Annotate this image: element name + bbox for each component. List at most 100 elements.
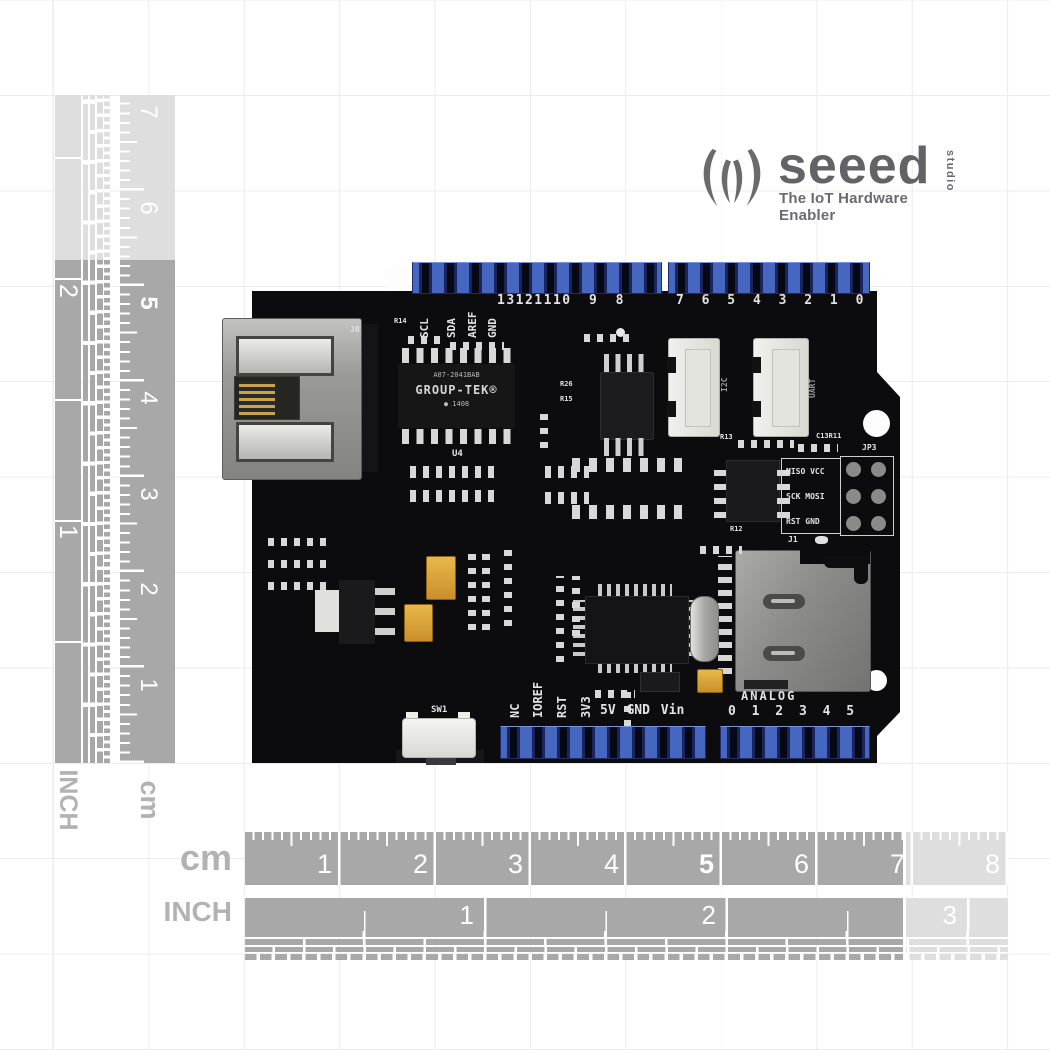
mounting-hole: [863, 410, 890, 437]
qfp-pins-top: [598, 584, 672, 597]
passives: [268, 560, 326, 568]
passives: [595, 690, 635, 698]
microsd-groove: [763, 646, 805, 661]
passives: [545, 492, 589, 504]
passives: [504, 548, 512, 626]
connector-slot: [772, 349, 800, 427]
grove-connector-uart: [752, 338, 809, 437]
sd-contacts: [718, 556, 732, 674]
connector-notch: [752, 357, 761, 373]
cm-ticks: [120, 95, 144, 763]
left-inch-ruler-label: INCH: [54, 769, 83, 831]
w5500-chip: [585, 596, 689, 664]
isp-row-sck-mosi: SCK MOSI: [786, 492, 825, 501]
regulator-leg: [375, 608, 395, 615]
pin-label-gnd: GND: [486, 318, 499, 338]
connector-slot: [685, 349, 711, 427]
inch-tick: [55, 399, 81, 401]
digital-header-right: [668, 262, 870, 294]
passives: [482, 550, 490, 630]
microsd-hook: [854, 556, 868, 584]
ruler-number: 1: [316, 849, 332, 879]
left-inch-fine-ticks-eighth: [90, 95, 95, 763]
tantalum-capacitor: [404, 604, 433, 642]
passives: [624, 686, 631, 726]
inch-separators: [245, 898, 1008, 931]
passives: [700, 546, 742, 554]
isp-pad: [846, 462, 861, 477]
transformer-pins-top: [402, 348, 512, 363]
inch-tick: [55, 520, 81, 522]
passives: [268, 582, 326, 590]
pin-label-scl: SCL: [418, 318, 431, 338]
left-inch-ruler: 2 1: [54, 95, 83, 763]
left-cm-ruler-label: cm: [135, 780, 166, 820]
inch-subticks-half: [245, 931, 1008, 937]
ref-r26: R26: [560, 380, 573, 388]
passives: [556, 576, 564, 662]
rj45-latch-bottom: [236, 422, 334, 462]
passives: [738, 440, 794, 448]
smd-diode: [640, 672, 680, 692]
seeed-logo: seeed studio The IoT Hardware Enabler: [695, 137, 965, 224]
rj45-port-opening: [234, 376, 300, 420]
pin-label-nc: NC: [508, 703, 522, 718]
soic8-pins-top: [604, 354, 650, 372]
passives: [408, 336, 442, 344]
ref-j1: J1: [788, 535, 798, 544]
isp-pad: [846, 516, 861, 531]
left-inch-fine-ticks-dense: [104, 95, 110, 763]
led-dot: [815, 536, 828, 544]
rj45-latch-top: [236, 336, 334, 376]
soic14-pins-right: [777, 464, 790, 518]
grove-label-i2c: I2C: [720, 377, 729, 392]
logo-brand-text: seeed: [778, 137, 931, 195]
passives: [572, 505, 684, 519]
passives: [410, 490, 498, 502]
pin-label-ioref: IOREF: [531, 681, 545, 718]
passives: [268, 538, 326, 546]
analog-pins-numbers: 0 1 2 3 4 5: [728, 704, 859, 719]
ruler-number: 2: [54, 284, 83, 298]
seeed-logo-mark: [703, 148, 761, 207]
ruler-number: 4: [135, 391, 162, 405]
microsd-groove: [763, 594, 805, 609]
passives: [540, 412, 548, 448]
transformer-datecode: ● 1408: [443, 400, 470, 408]
passives: [572, 458, 684, 472]
ruler-number: 5: [135, 296, 162, 310]
ref-u4: U4: [452, 449, 463, 459]
analog-header: [720, 726, 870, 759]
groove-highlight: [771, 599, 795, 603]
sw1-button: [402, 718, 476, 758]
isp-row-miso-vcc: MISO VCC: [786, 467, 825, 476]
cm-separators: [245, 832, 1008, 885]
digital-pins-right-numbers: 7 6 5 4 3 2 1 0: [676, 293, 869, 308]
regulator-leg: [375, 628, 395, 635]
inch-subticks-eighth: [245, 947, 1008, 952]
ruler-number: 6: [793, 849, 809, 879]
ruler-number: 3: [507, 849, 523, 879]
ruler-number: 7: [889, 849, 905, 879]
passives: [450, 342, 504, 350]
inch-subticks-sixteenth: [245, 954, 1008, 960]
regulator-leg: [375, 588, 395, 595]
power-header: [500, 726, 706, 759]
left-inch-fine-ticks-sixteenth: [97, 95, 103, 763]
ruler-number: 3: [942, 900, 957, 930]
regulator-body: [339, 580, 375, 644]
bottom-inch-ruler-label: INCH: [163, 896, 232, 927]
isp-pad-box: [840, 456, 894, 536]
mounting-hole: [866, 670, 887, 691]
tantalum-capacitor: [426, 556, 456, 600]
grove-label-uart: UART: [808, 378, 817, 398]
passives: [798, 444, 838, 452]
connector-notch: [752, 401, 761, 417]
sw1-ear: [458, 712, 470, 722]
pin-label-sda: SDA: [445, 318, 458, 338]
digital-pins-left-numbers: 13121110 9 8: [497, 293, 625, 308]
fiducial-dot: [616, 328, 625, 337]
ruler-number: 6: [135, 201, 162, 215]
grove-connector-i2c: [667, 338, 720, 437]
